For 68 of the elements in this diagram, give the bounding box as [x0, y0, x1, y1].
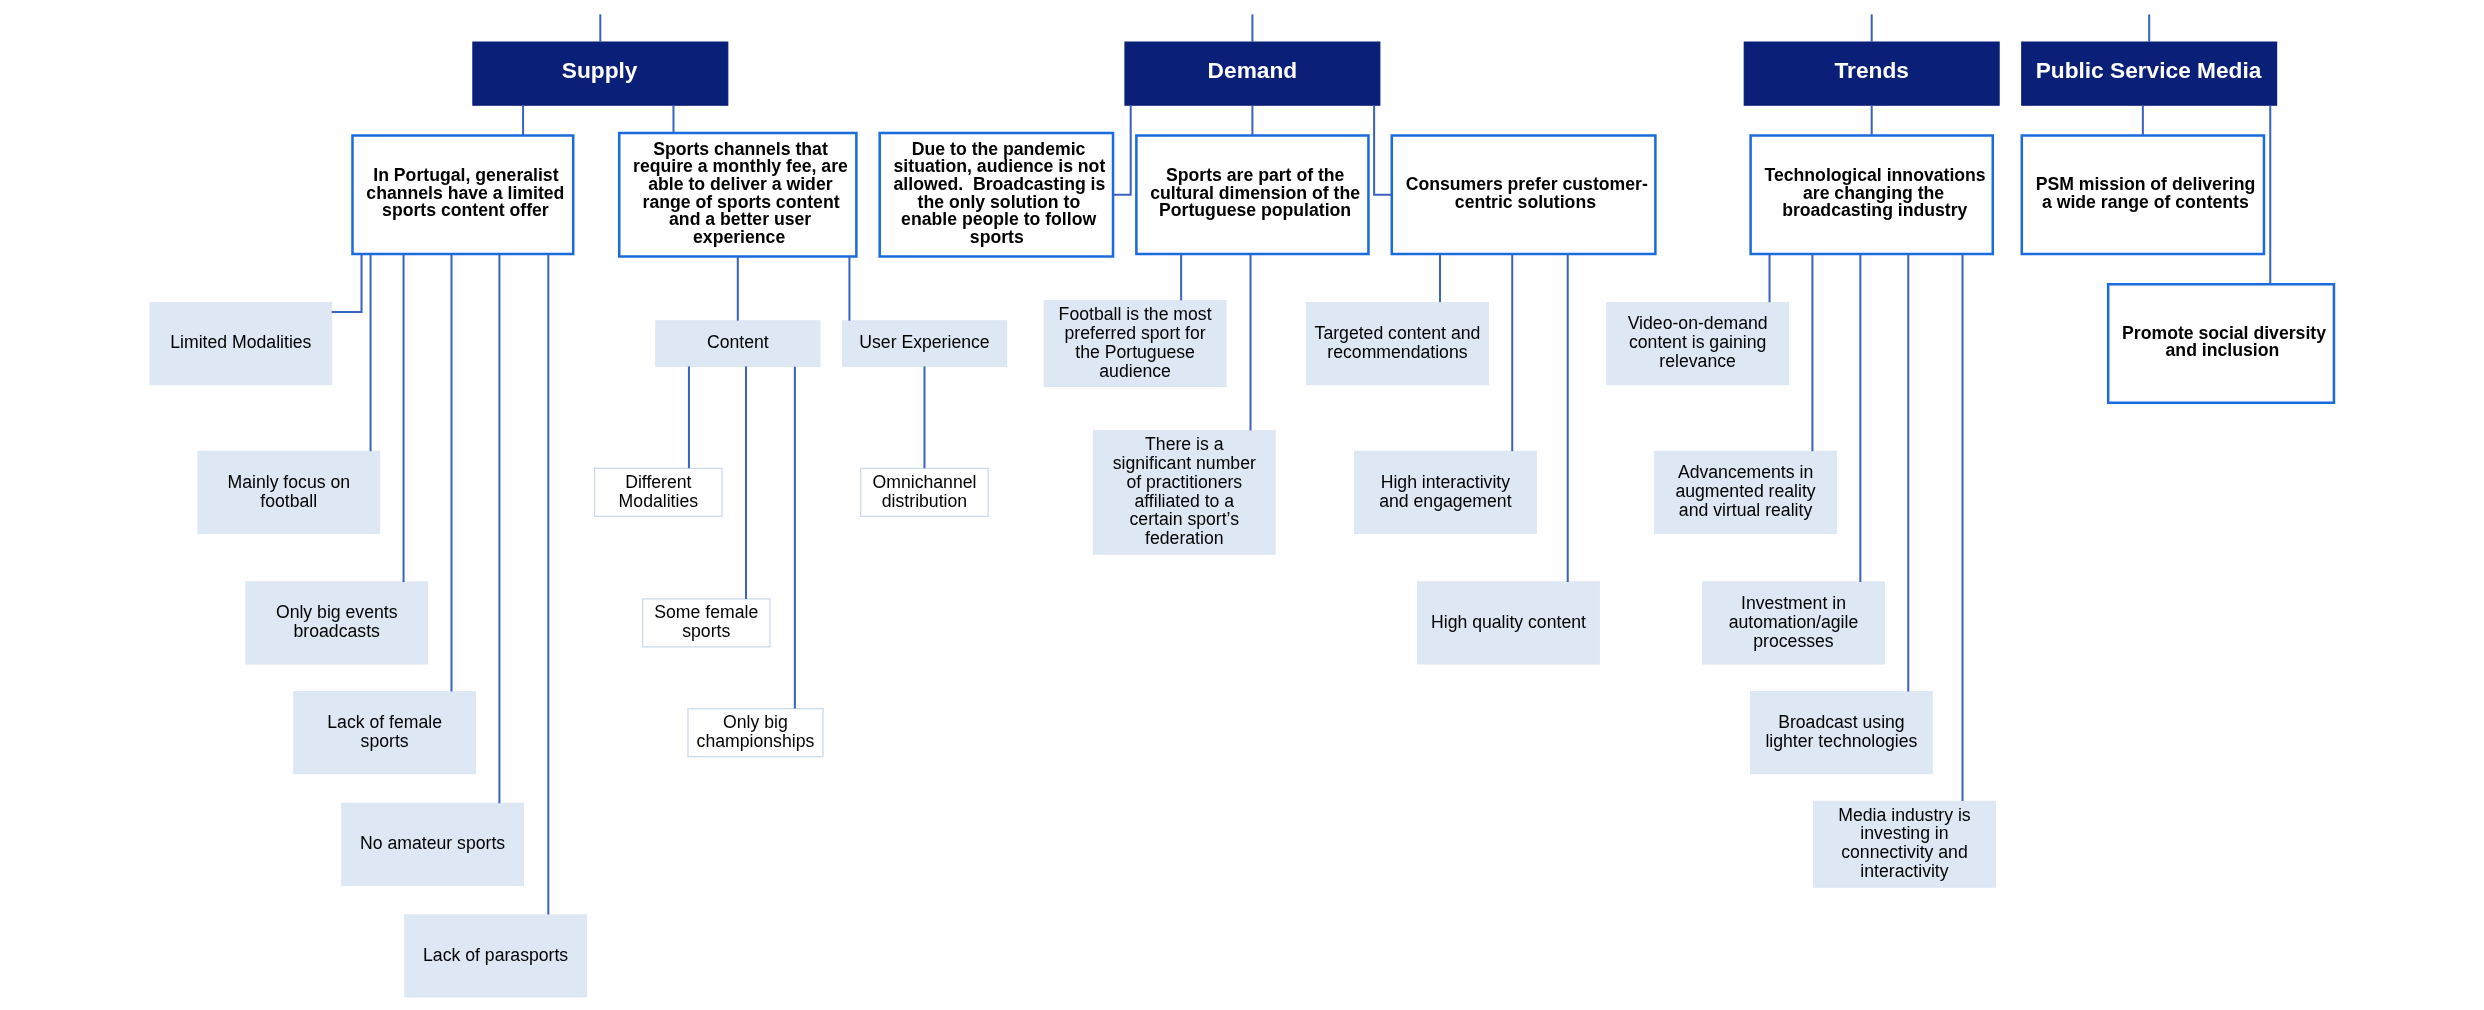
node-box: Limited Modalities — [149, 301, 333, 386]
connector — [599, 14, 602, 42]
connector — [1180, 254, 1183, 301]
node-box: Technological innovations are changing the broadcasting industry — [1749, 134, 1995, 256]
node-box: Football is the most preferred sport for the Portuguese audience — [1043, 300, 1227, 388]
node-box: Mainly focus on football — [197, 450, 381, 534]
node-box: PSM mission of delivering a wide range of contents — [2020, 134, 2266, 256]
connector — [848, 256, 851, 321]
connector — [369, 254, 372, 452]
node-box: Targeted content and recommendations — [1306, 301, 1489, 386]
connector — [1251, 105, 1254, 135]
connector — [1870, 105, 1873, 135]
connector — [1870, 14, 1873, 42]
node-box: Promote social diversity and inclusion — [2106, 283, 2336, 405]
node-box: Sports are part of the cultural dimension of the Portuguese population — [1135, 134, 1370, 256]
connector — [1511, 254, 1514, 452]
connector — [498, 254, 501, 804]
connector — [547, 254, 550, 915]
connector — [672, 105, 675, 133]
node-box: Broadcast using lighter technologies — [1749, 691, 1933, 775]
node-box: Lack of parasports — [404, 914, 588, 998]
connector — [736, 256, 739, 321]
connector — [1859, 254, 1862, 582]
connector — [331, 254, 363, 314]
node-box: There is a significant number of practitioners affiliated to a certain sport’s federation — [1092, 429, 1276, 555]
node-box: Video-on-demand content is gaining relevance — [1606, 301, 1790, 386]
node-box: Investment in automation/agile processes — [1702, 581, 1885, 665]
node-box: Public Service Media — [2021, 41, 2278, 106]
node-box: Demand — [1124, 41, 1381, 106]
node-box: Supply — [472, 41, 729, 106]
connector — [1249, 254, 1252, 431]
node-box: Media industry is investing in connectivity and interactivity — [1813, 800, 1996, 888]
node-box: Trends — [1743, 41, 2000, 106]
connector — [745, 366, 747, 599]
node-box: High quality content — [1417, 581, 1600, 665]
connector — [1251, 14, 1254, 42]
node-box: Due to the pandemic situation, audience is not allowed. Broadcasting is the only solution to enable people to follow sports — [878, 131, 1115, 258]
node-box: Only big championships — [687, 708, 824, 758]
node-box: In Portugal, generalist channels have a limited sports content offer — [351, 134, 575, 256]
connector — [522, 105, 525, 135]
connector — [1768, 254, 1771, 303]
connector — [1961, 254, 1964, 802]
node-box: Consumers prefer customer-centric solutions — [1390, 134, 1657, 256]
connector — [923, 366, 926, 469]
connector — [2148, 14, 2151, 42]
node-box: Some female sports — [641, 598, 771, 648]
connector — [793, 366, 796, 709]
connector — [2141, 105, 2144, 135]
node-box: No amateur sports — [341, 802, 524, 886]
node-box: Only big events broadcasts — [245, 581, 429, 665]
connector — [1113, 105, 1132, 196]
node-box: Different Modalities — [594, 467, 723, 517]
node-box: Omnichannel distribution — [860, 467, 989, 517]
connector — [1566, 254, 1569, 582]
connector — [2269, 105, 2272, 284]
connector — [1373, 105, 1392, 196]
connector — [450, 254, 453, 692]
node-box: Lack of female sports — [293, 691, 477, 775]
node-box: User Experience — [841, 320, 1008, 367]
node-box: Sports channels that require a monthly fee, are able to deliver a wider range of sports content and a better user experience — [618, 131, 858, 258]
node-box: Advancements in augmented reality and virtual reality — [1654, 450, 1837, 534]
connector — [687, 366, 690, 469]
connector — [1439, 254, 1442, 303]
connector — [402, 254, 405, 582]
connector — [1811, 254, 1814, 452]
node-box: Content — [655, 320, 821, 367]
connector — [1907, 254, 1910, 692]
node-box: High interactivity and engagement — [1353, 450, 1537, 534]
